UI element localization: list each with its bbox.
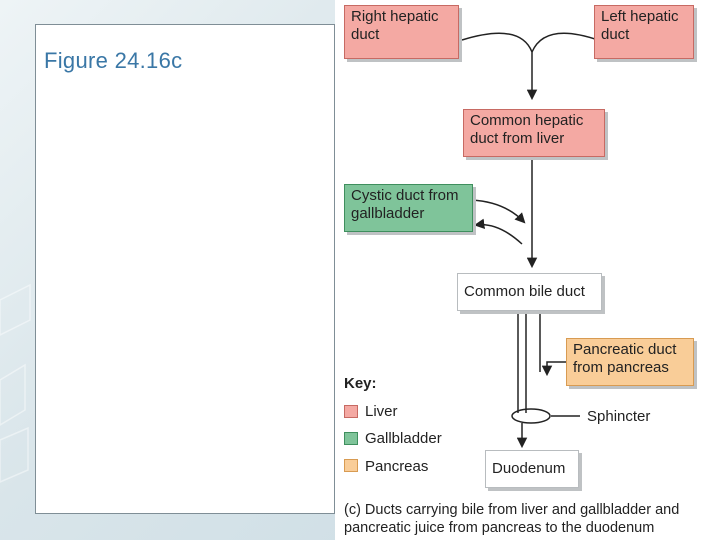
common-hepatic-duct-label: Common hepatic duct from liver [470, 112, 584, 147]
key-title: Key: [344, 375, 377, 392]
pancreatic-duct-label: Pancreatic duct from pancreas [573, 341, 677, 376]
key-swatch-gallbladder [344, 432, 358, 445]
figure-title: Figure 24.16c [44, 48, 183, 73]
key-swatch-liver [344, 405, 358, 418]
common-bile-duct-label: Common bile duct [464, 283, 585, 300]
left-hepatic-duct-label: Left hepatic duct [601, 8, 679, 43]
pancreatic-duct-box: Pancreatic duct from pancreas [566, 338, 694, 386]
right-hepatic-duct-box: Right hepatic duct [344, 5, 459, 59]
key-swatch-pancreas [344, 459, 358, 472]
key-label-gallbladder: Gallbladder [365, 430, 442, 447]
key-label-pancreas: Pancreas [365, 458, 429, 475]
duodenum-box: Duodenum [485, 450, 579, 488]
common-hepatic-duct-box: Common hepatic duct from liver [463, 109, 605, 157]
slide-content-panel [35, 24, 335, 514]
common-bile-duct-box: Common bile duct [457, 273, 602, 311]
sphincter-label: Sphincter [587, 408, 651, 425]
right-hepatic-duct-label: Right hepatic duct [351, 8, 439, 43]
cystic-duct-box: Cystic duct from gallbladder [344, 184, 473, 232]
cystic-duct-label: Cystic duct from gallbladder [351, 187, 459, 222]
duodenum-label: Duodenum [492, 460, 566, 477]
left-hepatic-duct-box: Left hepatic duct [594, 5, 694, 59]
key-label-liver: Liver [365, 403, 398, 420]
figure-caption: (c) Ducts carrying bile from liver and g… [344, 502, 680, 536]
